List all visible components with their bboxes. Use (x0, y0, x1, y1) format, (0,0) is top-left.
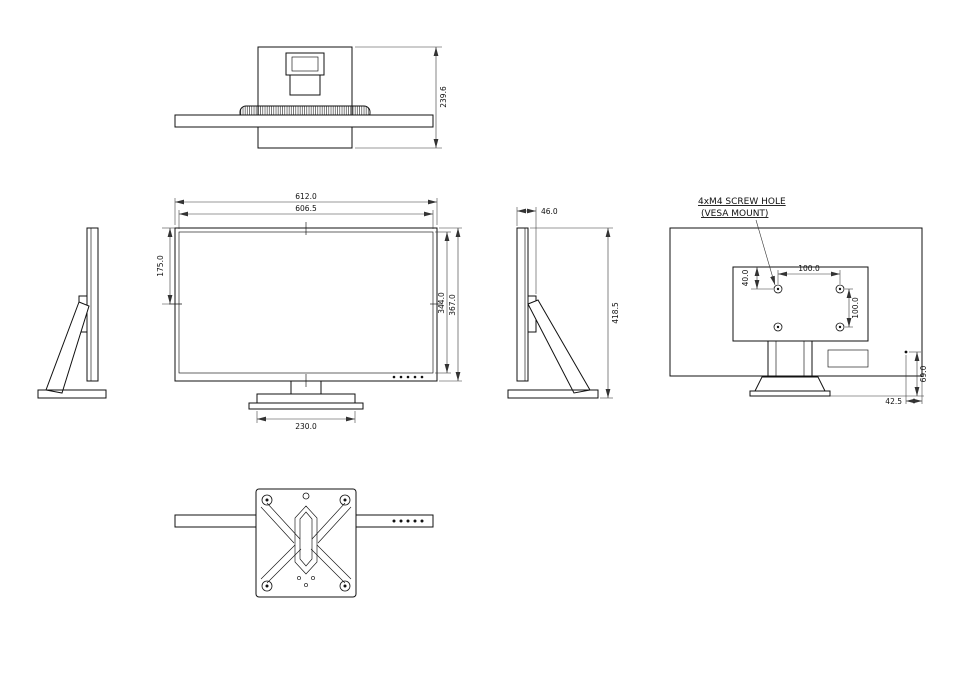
dim-front-screen-height: 344.0 (435, 231, 451, 374)
right-stand-arm (527, 299, 591, 394)
dim-front-total-height: 367.0 (439, 227, 462, 382)
vesa-annotation-leader (755, 219, 776, 286)
bottom-plate-small-holes (297, 576, 315, 587)
vesa-annotation: 4xM4 SCREW HOLE (VESA MOUNT) (698, 197, 786, 286)
dim-label-front-width-inner: 606.5 (295, 204, 317, 213)
bottom-plate-center-rib-inner (299, 511, 313, 567)
dim-rear-mark-height: 69.0 (909, 351, 928, 396)
dim-top-depth: 239.6 (355, 46, 448, 149)
left-stand-arm (45, 301, 90, 394)
front-bezel (174, 227, 438, 382)
dim-label-rear-mark-height: 69.0 (919, 365, 928, 382)
dim-vesa-top-offset: 40.0 (741, 267, 773, 290)
bottom-view (174, 488, 434, 598)
dim-vesa-pitch-vertical: 100.0 (845, 288, 860, 328)
rear-label-plate (827, 349, 869, 368)
top-screen-edge (174, 114, 434, 128)
dim-rear-mark-offset: 42.5 (885, 355, 923, 406)
dim-label-vesa-pitch-vertical: 100.0 (851, 297, 860, 319)
dim-side-total-height: 418.5 (530, 227, 620, 399)
dim-label-front-screen-height: 344.0 (437, 292, 446, 314)
bottom-plate-screws (261, 494, 351, 592)
rear-stand-footplate (749, 390, 831, 397)
left-panel (86, 227, 99, 382)
rear-reference-mark (904, 350, 908, 354)
osd-buttons (392, 375, 424, 379)
rear-housing (669, 227, 923, 377)
dim-label-base-width: 230.0 (295, 422, 317, 431)
top-hinge-bracket (289, 74, 321, 96)
dim-label-front-width-outer: 612.0 (295, 192, 317, 201)
bottom-plate-top-hole (302, 492, 310, 500)
dim-label-vesa-top-offset: 40.0 (741, 269, 750, 286)
dim-label-top-depth: 239.6 (439, 86, 448, 108)
top-hinge-detail (291, 56, 319, 72)
front-stand-footplate (248, 402, 364, 410)
bottom-stand-plate (255, 488, 357, 598)
dim-front-width-outer: 612.0 (174, 192, 438, 225)
top-view: 239.6 (174, 46, 448, 149)
left-side-view (37, 227, 107, 399)
dim-base-width: 230.0 (256, 411, 356, 431)
rear-stand-neck (767, 340, 813, 378)
vesa-recess (732, 266, 869, 342)
right-panel (516, 227, 529, 382)
vesa-annotation-line2: (VESA MOUNT) (701, 209, 768, 219)
rear-view: 100.0 40.0 100.0 4xM4 SCREW HOLE (VESA M… (669, 197, 928, 406)
rear-stand-foot (754, 376, 826, 392)
dim-front-width-inner: 606.5 (178, 204, 434, 229)
top-stand-outline (257, 46, 353, 149)
front-stand-base (256, 393, 356, 404)
front-view: 612.0 606.5 175.0 344.0 367.0 (156, 192, 462, 431)
dim-vesa-pitch-horizontal: 100.0 (777, 264, 841, 284)
right-stand-base (507, 389, 599, 399)
dim-label-vesa-pitch-horizontal: 100.0 (798, 264, 820, 273)
vesa-screw-holes (773, 284, 845, 332)
dim-side-thickness: 46.0 (516, 207, 558, 294)
dim-label-side-total-height: 418.5 (611, 302, 620, 324)
bottom-plate-center-rib (294, 505, 318, 575)
dim-label-front-top-to-center: 175.0 (156, 255, 165, 277)
bottom-plate-ribs (260, 502, 352, 584)
right-side-view: 46.0 418.5 (507, 207, 620, 399)
front-screen (178, 231, 434, 374)
dim-front-top-to-center: 175.0 (156, 227, 182, 305)
dim-label-front-total-height: 367.0 (448, 294, 457, 316)
left-stand-base (37, 389, 107, 399)
dim-label-side-thickness: 46.0 (541, 207, 558, 216)
bottom-osd-buttons (392, 519, 424, 523)
vesa-annotation-line1: 4xM4 SCREW HOLE (698, 197, 786, 207)
dim-label-rear-mark-offset: 42.5 (885, 397, 902, 406)
